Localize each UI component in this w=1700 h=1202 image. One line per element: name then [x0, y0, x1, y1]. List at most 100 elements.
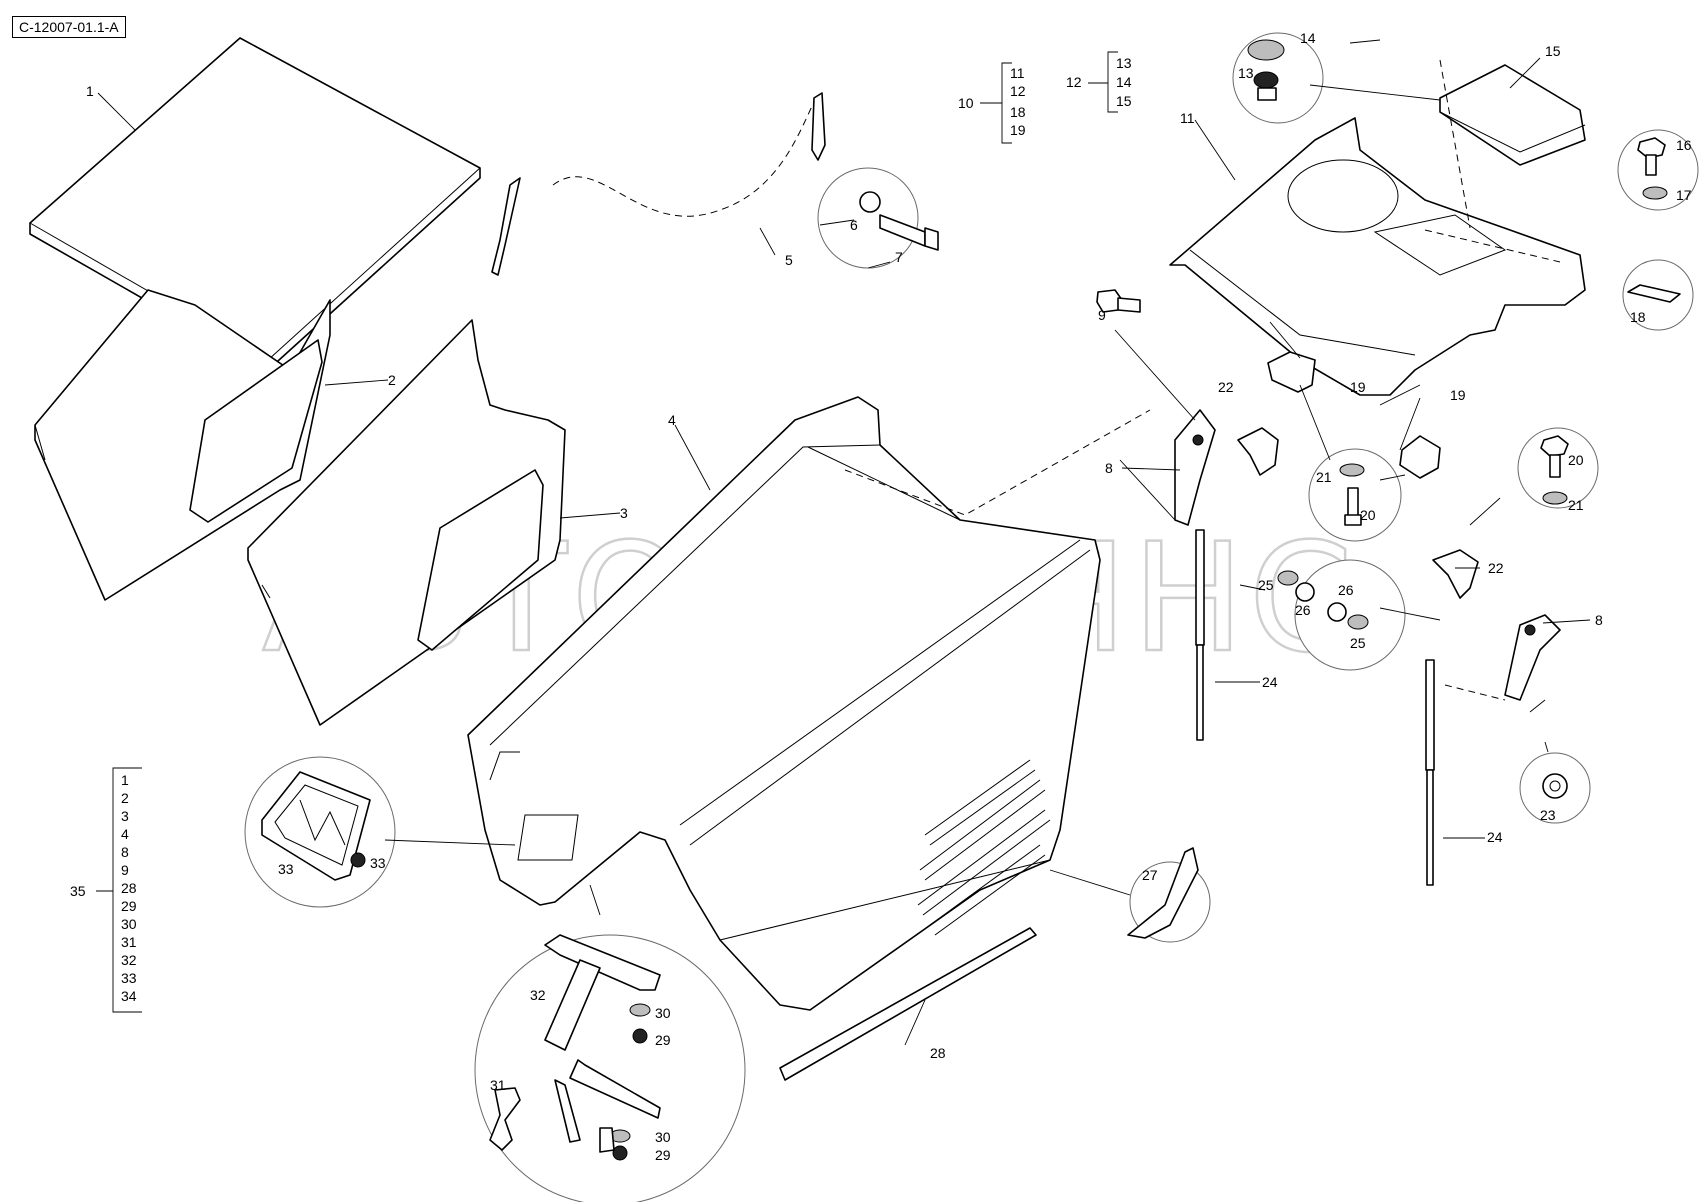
callout-26a: 26 — [1295, 602, 1311, 618]
callout-2: 2 — [388, 372, 396, 388]
group-35-item: 2 — [121, 790, 129, 806]
group-12-label: 12 — [1066, 74, 1082, 90]
callout-13: 13 — [1238, 65, 1254, 81]
part-bolt-9 — [1096, 289, 1141, 313]
callout-17: 17 — [1676, 187, 1692, 203]
callout-25b: 25 — [1350, 635, 1366, 651]
callout-7: 7 — [895, 249, 903, 265]
group-10-item: 18 — [1010, 104, 1026, 120]
part-gas-strut-right — [1425, 659, 1435, 886]
part-bracket-22a — [1237, 427, 1279, 476]
callout-16: 16 — [1676, 137, 1692, 153]
group-35-item: 3 — [121, 808, 129, 824]
callout-9: 9 — [1098, 307, 1106, 323]
group-35-item: 34 — [121, 988, 137, 1004]
group-10-item: 11 — [1010, 65, 1025, 81]
callout-20a: 20 — [1360, 507, 1376, 523]
callout-23: 23 — [1540, 807, 1556, 823]
callout-33b: 33 — [370, 855, 386, 871]
group-35-item: 4 — [121, 826, 129, 842]
callout-29b: 29 — [655, 1147, 671, 1163]
group-35-item: 9 — [121, 862, 129, 878]
group-35-item: 1 — [121, 772, 129, 788]
part-bracket-19b — [1399, 435, 1441, 479]
part-left-side-panel — [34, 289, 331, 601]
callout-1: 1 — [86, 83, 94, 99]
group-10-item: 12 — [1010, 83, 1026, 99]
group-35-label: 35 — [70, 883, 86, 899]
group-12-item: 13 — [1116, 55, 1132, 71]
callout-21b: 21 — [1568, 497, 1584, 513]
part-roof-panel — [29, 37, 481, 371]
callout-11: 11 — [1180, 110, 1195, 126]
part-bracket-19a — [1267, 351, 1316, 393]
detail-emblem-33 — [244, 756, 396, 908]
detail-bolt-20a — [1308, 448, 1402, 542]
reference-code: C-12007-01.1-A — [12, 16, 126, 38]
callout-27: 27 — [1142, 867, 1158, 883]
callout-30a: 30 — [655, 1005, 671, 1021]
detail-washers-25-26 — [1277, 559, 1406, 671]
group-12-item: 15 — [1116, 93, 1132, 109]
part-small-cover — [1439, 64, 1586, 166]
detail-bolt-20b — [1517, 427, 1599, 509]
detail-bolt-nut — [817, 167, 939, 269]
group-12: 12 13 14 15 — [1066, 51, 1132, 113]
callout-31: 31 — [490, 1077, 506, 1093]
callout-26b: 26 — [1338, 582, 1354, 598]
part-main-hood — [467, 396, 1101, 1011]
callout-29a: 29 — [655, 1032, 671, 1048]
callout-8-left: 8 — [1105, 460, 1113, 476]
part-rear-top-cover — [1169, 117, 1586, 396]
assembly-lines — [552, 59, 1561, 701]
detail-latch — [474, 934, 746, 1202]
part-seal-strip-28 — [779, 927, 1037, 1081]
group-10-label: 10 — [958, 95, 974, 111]
group-10: 10 11 12 18 19 — [958, 62, 1026, 144]
group-10-item: 19 — [1010, 122, 1026, 138]
group-12-item: 14 — [1116, 74, 1132, 90]
callout-8-right: 8 — [1595, 612, 1603, 628]
leader-lines — [97, 39, 1591, 1046]
part-cable — [491, 92, 826, 276]
detail-lock — [1232, 32, 1324, 124]
detail-seal-27 — [1127, 847, 1211, 943]
callout-21a: 21 — [1316, 469, 1332, 485]
callout-24a: 24 — [1262, 674, 1278, 690]
part-hinge-bracket-right — [1504, 614, 1561, 701]
callout-20b: 20 — [1568, 452, 1584, 468]
callout-3: 3 — [620, 505, 628, 521]
callout-22b: 22 — [1488, 560, 1504, 576]
part-bracket-22b — [1432, 549, 1479, 599]
group-35-item: 33 — [121, 970, 137, 986]
callout-25a: 25 — [1258, 577, 1274, 593]
callout-5: 5 — [785, 252, 793, 268]
callout-32: 32 — [530, 987, 546, 1003]
callout-19b: 19 — [1450, 387, 1466, 403]
callout-22a: 22 — [1218, 379, 1234, 395]
group-35-item: 32 — [121, 952, 137, 968]
callout-24b: 24 — [1487, 829, 1503, 845]
part-gas-strut-left — [1195, 529, 1205, 741]
detail-pad-18 — [1622, 259, 1694, 331]
group-35-item: 29 — [121, 898, 137, 914]
callout-18: 18 — [1630, 309, 1646, 325]
group-35-item: 31 — [121, 934, 137, 950]
callout-15: 15 — [1545, 43, 1561, 59]
detail-bolt-16 — [1617, 129, 1699, 211]
group-35-item: 8 — [121, 844, 129, 860]
part-right-side-panel — [247, 319, 566, 726]
callout-28: 28 — [930, 1045, 946, 1061]
callout-30b: 30 — [655, 1129, 671, 1145]
detail-nut-23 — [1519, 752, 1591, 824]
callout-labels: 1 2 3 4 5 6 7 8 8 9 11 13 14 15 16 17 18… — [86, 30, 1692, 1163]
callout-4: 4 — [668, 412, 676, 428]
group-35-item: 28 — [121, 880, 137, 896]
callout-6: 6 — [850, 217, 858, 233]
callout-19a: 19 — [1350, 379, 1366, 395]
group-35: 35 1 2 3 4 8 9 28 29 30 31 32 33 34 — [70, 767, 142, 1013]
callout-14: 14 — [1300, 30, 1316, 46]
callout-33a: 33 — [278, 861, 294, 877]
group-35-item: 30 — [121, 916, 137, 932]
